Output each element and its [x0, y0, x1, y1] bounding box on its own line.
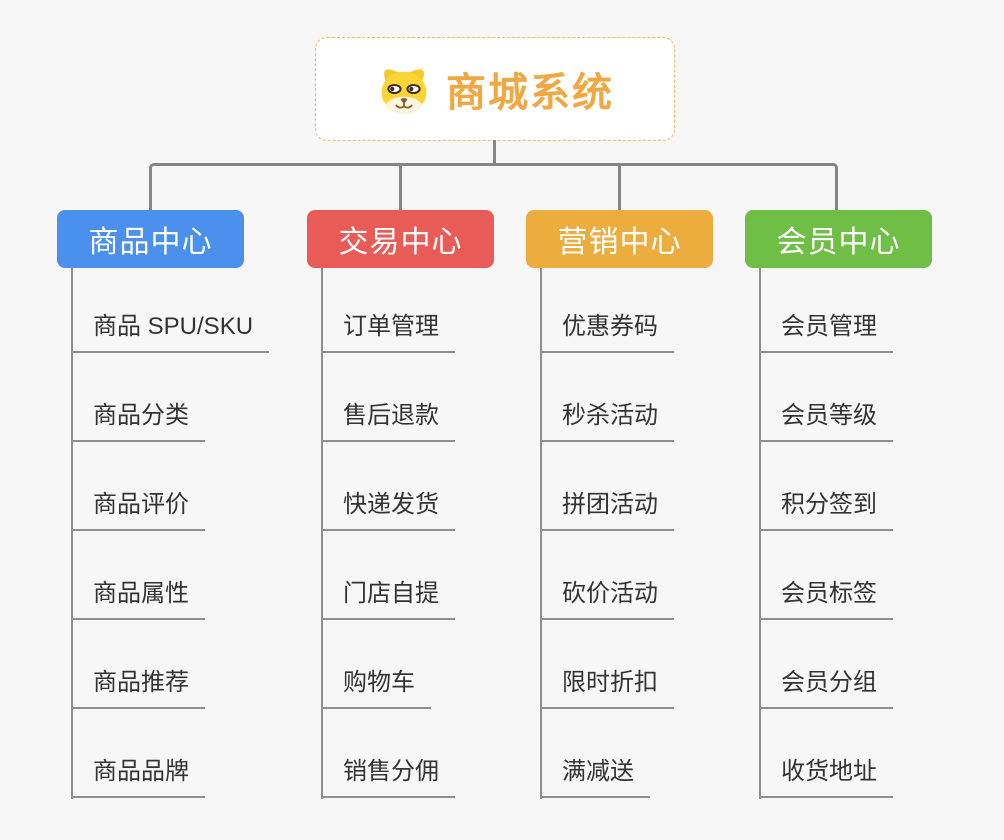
leaf-node[interactable]: 满减送 [540, 756, 650, 798]
branch-trunk-line [321, 268, 323, 799]
branch-node-trade-center[interactable]: 交易中心 [307, 210, 494, 268]
leaf-node[interactable]: 积分签到 [759, 489, 893, 531]
branch-trade-center: 交易中心 订单管理 售后退款 快递发货 门店自提 购物车 销售分佣 [307, 210, 494, 840]
leaf-node[interactable]: 秒杀活动 [540, 400, 674, 442]
branch-marketing-center: 营销中心 优惠券码 秒杀活动 拼团活动 砍价活动 限时折扣 满减送 [526, 210, 713, 840]
leaf-node[interactable]: 商品属性 [71, 578, 205, 620]
branch-product-center: 商品中心 商品 SPU/SKU 商品分类 商品评价 商品属性 商品推荐 商品品牌 [57, 210, 270, 840]
root-node-title: 商城系统 [446, 71, 614, 115]
branch-member-center: 会员中心 会员管理 会员等级 积分签到 会员标签 会员分组 收货地址 [745, 210, 932, 840]
connector-drop-marketing [618, 164, 621, 210]
leaf-node[interactable]: 商品推荐 [71, 667, 205, 709]
leaf-node[interactable]: 快递发货 [321, 489, 455, 531]
leaf-node[interactable]: 订单管理 [321, 311, 455, 353]
leaf-node[interactable]: 拼团活动 [540, 489, 674, 531]
branch-trunk-line [540, 268, 542, 799]
leaf-node[interactable]: 优惠券码 [540, 311, 674, 353]
leaf-node[interactable]: 会员标签 [759, 578, 893, 620]
leaf-node[interactable]: 购物车 [321, 667, 431, 709]
leaf-node[interactable]: 收货地址 [759, 756, 893, 798]
root-node[interactable]: 商城系统 [315, 37, 675, 141]
dog-face-icon [376, 63, 432, 115]
branch-trunk-line [759, 268, 761, 799]
leaf-node[interactable]: 商品品牌 [71, 756, 205, 798]
leaf-node[interactable]: 限时折扣 [540, 667, 674, 709]
leaf-node[interactable]: 商品 SPU/SKU [71, 311, 270, 353]
leaf-node[interactable]: 销售分佣 [321, 756, 455, 798]
leaf-node[interactable]: 砍价活动 [540, 578, 674, 620]
connector-drop-trade [399, 164, 402, 210]
leaf-node[interactable]: 会员管理 [759, 311, 893, 353]
leaf-node[interactable]: 会员分组 [759, 667, 893, 709]
leaf-node[interactable]: 商品评价 [71, 489, 205, 531]
branch-node-member-center[interactable]: 会员中心 [745, 210, 932, 268]
connector-top-rail [149, 163, 838, 210]
branch-trunk-line [71, 268, 73, 799]
leaf-node[interactable]: 门店自提 [321, 578, 455, 620]
branch-node-marketing-center[interactable]: 营销中心 [526, 210, 713, 268]
connector-root-stub [493, 140, 496, 165]
branch-node-product-center[interactable]: 商品中心 [57, 210, 244, 268]
leaf-node[interactable]: 商品分类 [71, 400, 205, 442]
leaf-node[interactable]: 售后退款 [321, 400, 455, 442]
leaf-node[interactable]: 会员等级 [759, 400, 893, 442]
